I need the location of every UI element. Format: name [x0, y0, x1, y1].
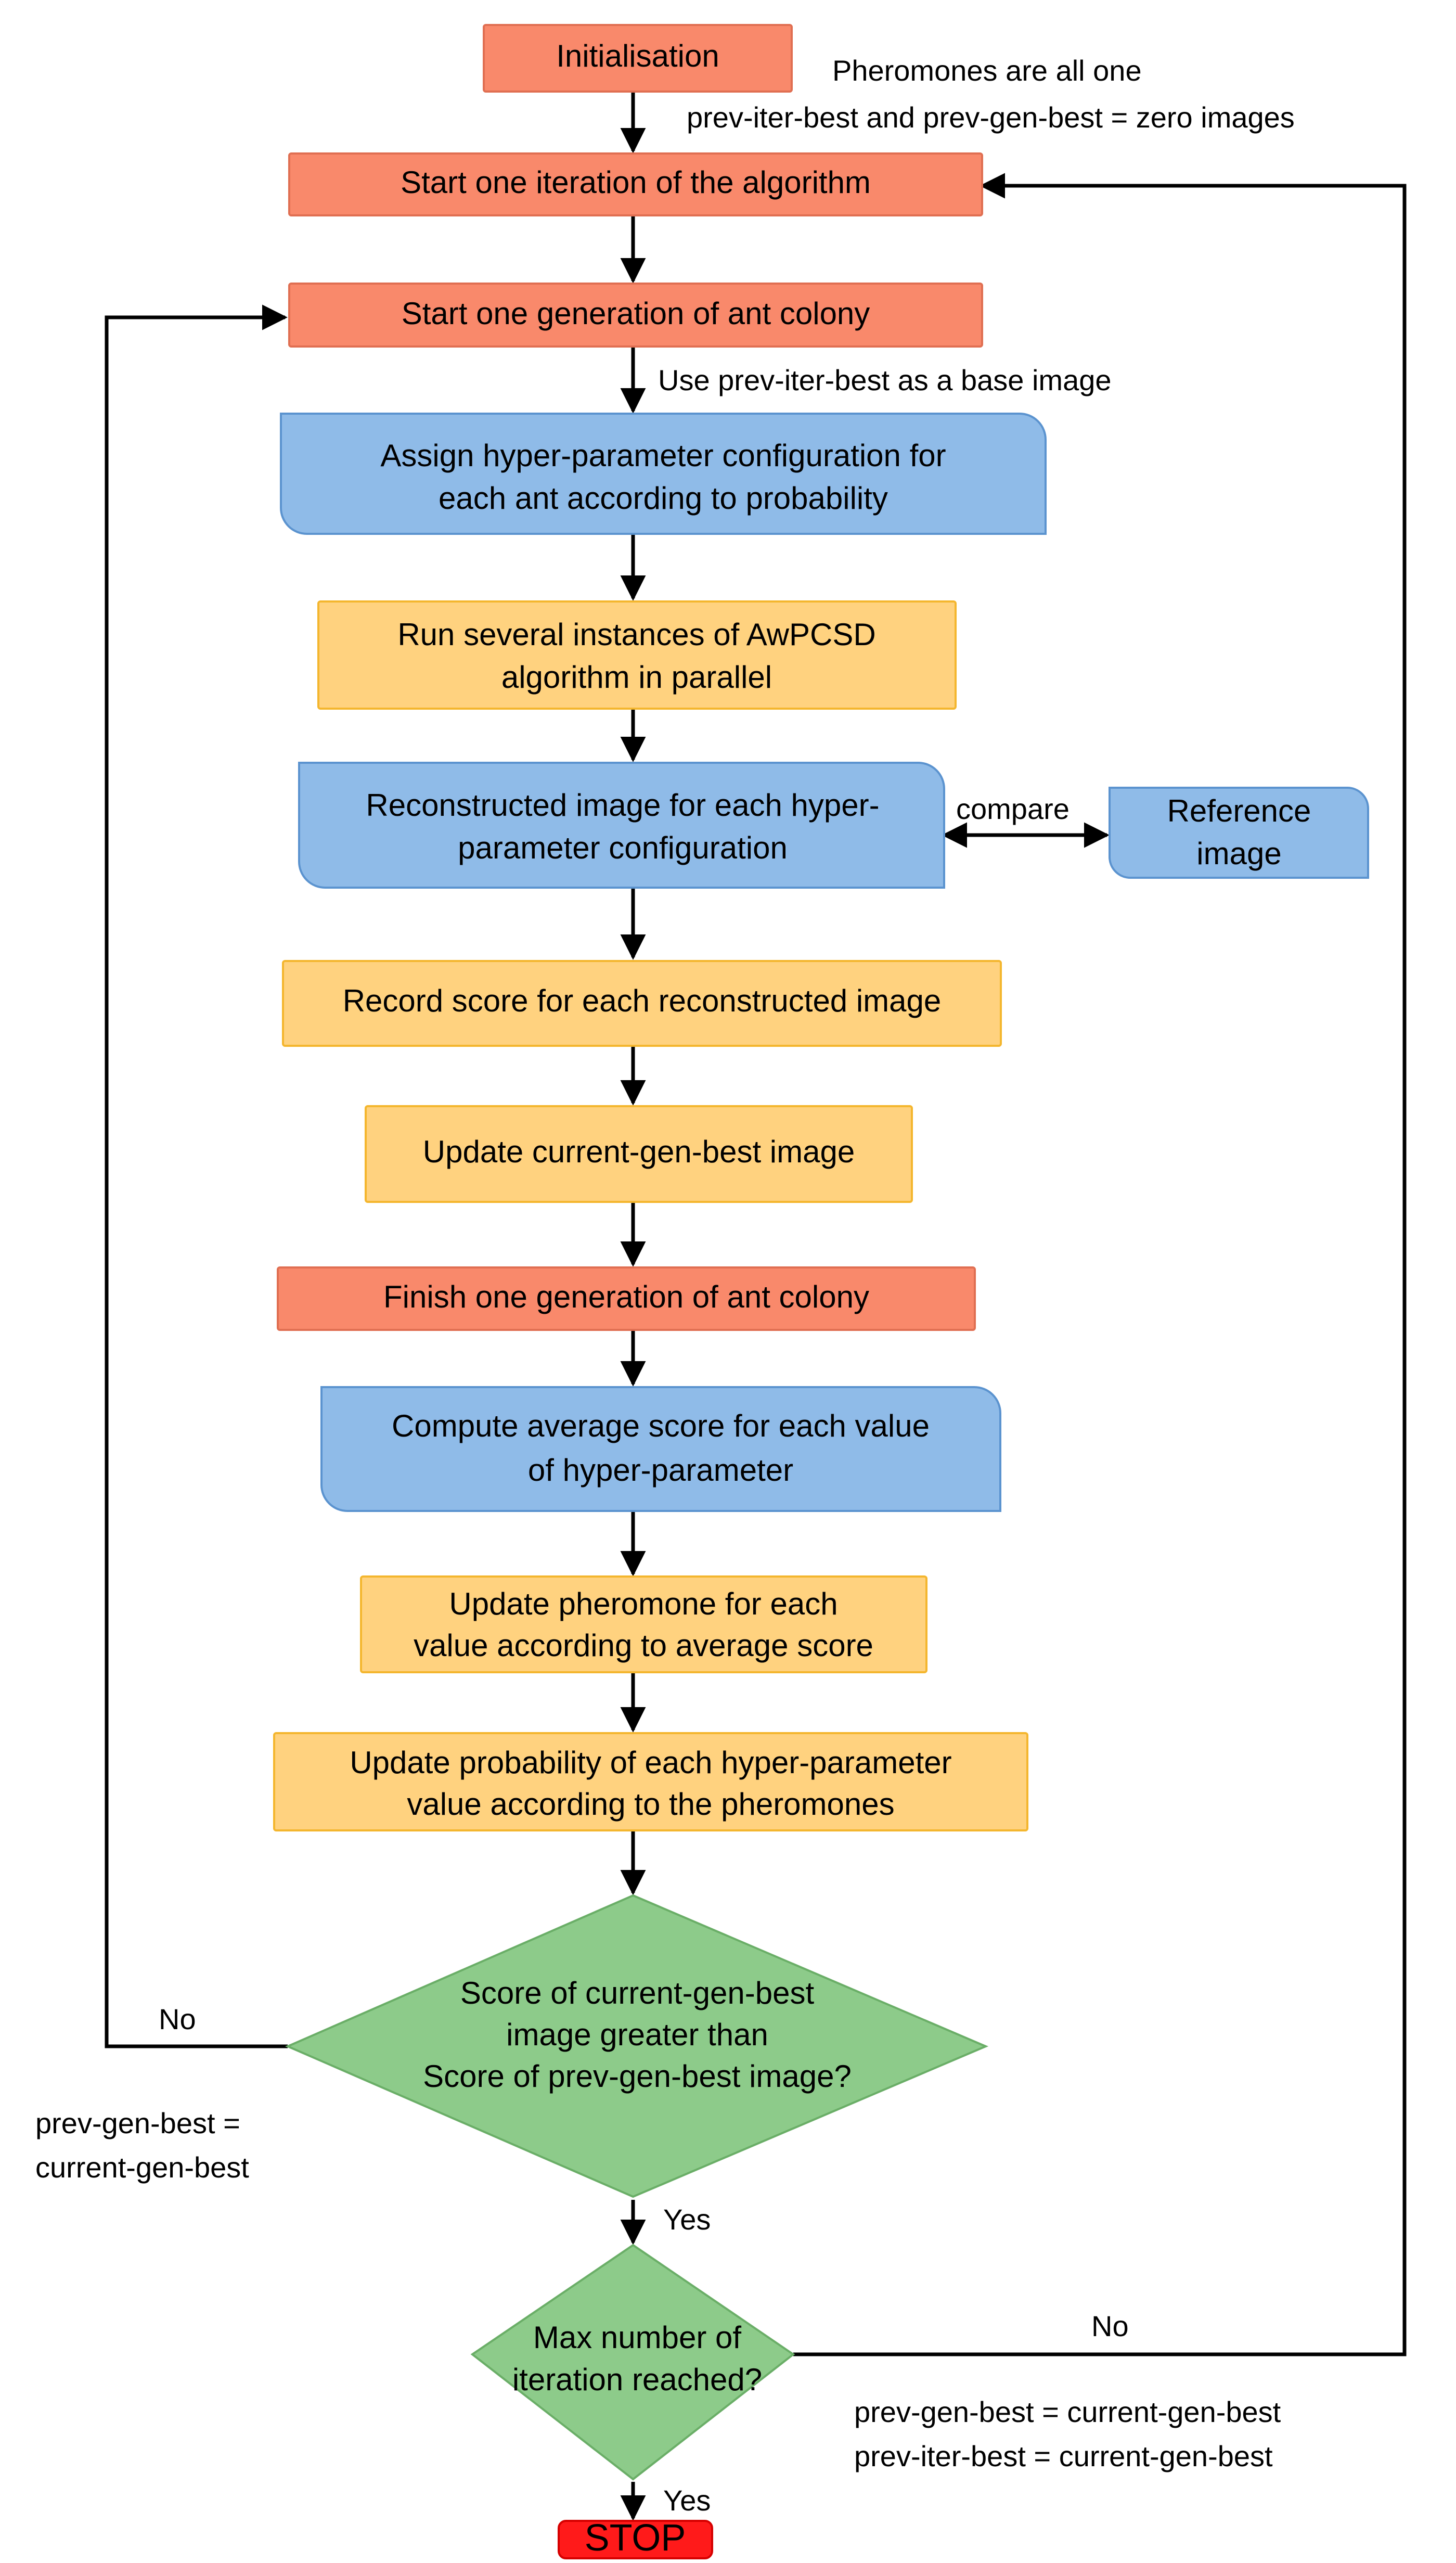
arrow-loop-no2	[793, 173, 1407, 2356]
node-reconstructed-image: Reconstructed image for each hyper- para…	[298, 762, 945, 889]
node-start-generation-text: Start one generation of ant colony	[402, 296, 870, 331]
node-reference-image-line1: Reference	[1167, 793, 1311, 828]
no1-note-line2: current-gen-best	[35, 2151, 249, 2184]
compare-label: compare	[956, 792, 1070, 825]
node-compute-average-line1: Compute average score for each value	[392, 1408, 930, 1443]
node-stop-text: STOP	[585, 2517, 686, 2559]
node-assign-configuration-line1: Assign hyper-parameter configuration for	[380, 438, 946, 473]
decision-max-iteration-line1: Max number of	[533, 2320, 741, 2355]
node-reference-image: Reference image	[1109, 787, 1369, 879]
node-record-score-text: Record score for each reconstructed imag…	[343, 983, 942, 1018]
node-initialisation-text: Initialisation	[556, 39, 719, 73]
node-update-pheromone-line1: Update pheromone for each	[449, 1586, 837, 1621]
node-start-generation: Start one generation of ant colony	[288, 283, 983, 348]
node-start-iteration-text: Start one iteration of the algorithm	[401, 165, 871, 200]
node-assign-configuration-line2: each ant according to probability	[439, 481, 888, 516]
node-update-pheromone-line2: value according to average score	[414, 1628, 873, 1663]
init-note-line2: prev-iter-best and prev-gen-best = zero …	[687, 101, 1295, 134]
node-compute-average-line2: of hyper-parameter	[528, 1453, 793, 1488]
node-run-instances: Run several instances of AwPCSD algorith…	[317, 600, 957, 710]
decision-score-comparison: Score of current-gen-best image greater …	[285, 1894, 989, 2198]
node-assign-configuration: Assign hyper-parameter configuration for…	[280, 413, 1047, 535]
node-update-pheromone: Update pheromone for each value accordin…	[360, 1575, 927, 1673]
node-update-current-gen-best: Update current-gen-best image	[365, 1105, 913, 1203]
node-update-probability-line2: value according to the pheromones	[407, 1787, 894, 1822]
base-image-note: Use prev-iter-best as a base image	[658, 364, 1112, 396]
node-start-iteration: Start one iteration of the algorithm	[288, 152, 983, 216]
node-reconstructed-image-line2: parameter configuration	[458, 830, 788, 865]
node-reconstructed-image-line1: Reconstructed image for each hyper-	[366, 788, 879, 823]
node-run-instances-line1: Run several instances of AwPCSD	[397, 617, 875, 652]
no2-note-line2: prev-iter-best = current-gen-best	[854, 2440, 1273, 2472]
node-update-probability-line1: Update probability of each hyper-paramet…	[350, 1745, 951, 1780]
node-stop: STOP	[558, 2517, 713, 2559]
node-finish-generation-text: Finish one generation of ant colony	[383, 1279, 869, 1314]
node-finish-generation: Finish one generation of ant colony	[277, 1266, 976, 1331]
no-label-2: No	[1091, 2310, 1129, 2342]
no-label-1: No	[159, 2003, 196, 2035]
decision-score-comparison-line2: image greater than	[506, 2017, 768, 2052]
node-run-instances-line2: algorithm in parallel	[501, 660, 772, 695]
node-update-probability: Update probability of each hyper-paramet…	[273, 1732, 1028, 1831]
init-note-line1: Pheromones are all one	[832, 54, 1142, 87]
yes-label-1: Yes	[663, 2203, 711, 2236]
node-record-score: Record score for each reconstructed imag…	[282, 960, 1002, 1047]
decision-score-comparison-line1: Score of current-gen-best	[460, 1976, 815, 2010]
no2-note-line1: prev-gen-best = current-gen-best	[854, 2395, 1281, 2428]
connectors	[105, 92, 1407, 2521]
yes-label-2: Yes	[663, 2484, 711, 2517]
node-initialisation: Initialisation	[483, 24, 793, 93]
labels: Pheromones are all one prev-iter-best an…	[35, 54, 1295, 2517]
decision-score-comparison-line3: Score of prev-gen-best image?	[423, 2059, 852, 2094]
no1-note-line1: prev-gen-best =	[35, 2107, 240, 2139]
decision-max-iteration-line2: iteration reached?	[512, 2362, 762, 2397]
decision-max-iteration: Max number of iteration reached?	[470, 2244, 795, 2481]
arrow-loop-no1	[105, 304, 288, 2048]
node-compute-average: Compute average score for each value of …	[320, 1386, 1001, 1512]
node-reference-image-line2: image	[1196, 836, 1281, 871]
node-update-current-gen-best-text: Update current-gen-best image	[423, 1134, 855, 1169]
